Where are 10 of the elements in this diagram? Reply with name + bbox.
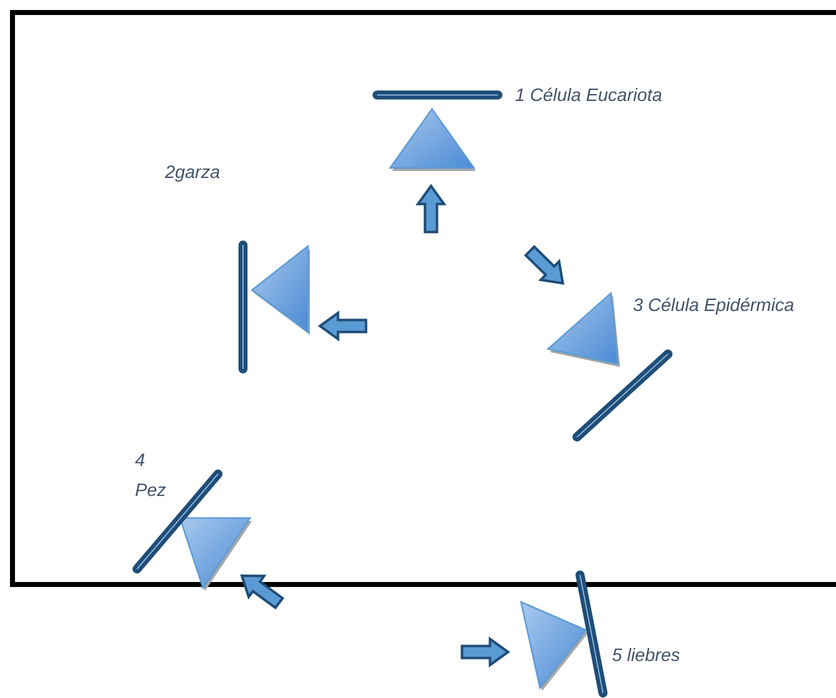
node-label: 2garza <box>165 161 220 184</box>
node-label: 5 liebres <box>612 644 680 667</box>
block-arrow <box>318 310 368 342</box>
node-label: 1 Célula Eucariota <box>515 84 662 107</box>
block-arrow <box>240 574 284 610</box>
block-arrow <box>460 636 510 668</box>
node-label: 4 Pez <box>135 449 165 502</box>
node-label: 3 Célula Epidérmica <box>633 294 794 317</box>
block-arrow <box>524 244 564 285</box>
block-arrow <box>416 184 446 234</box>
